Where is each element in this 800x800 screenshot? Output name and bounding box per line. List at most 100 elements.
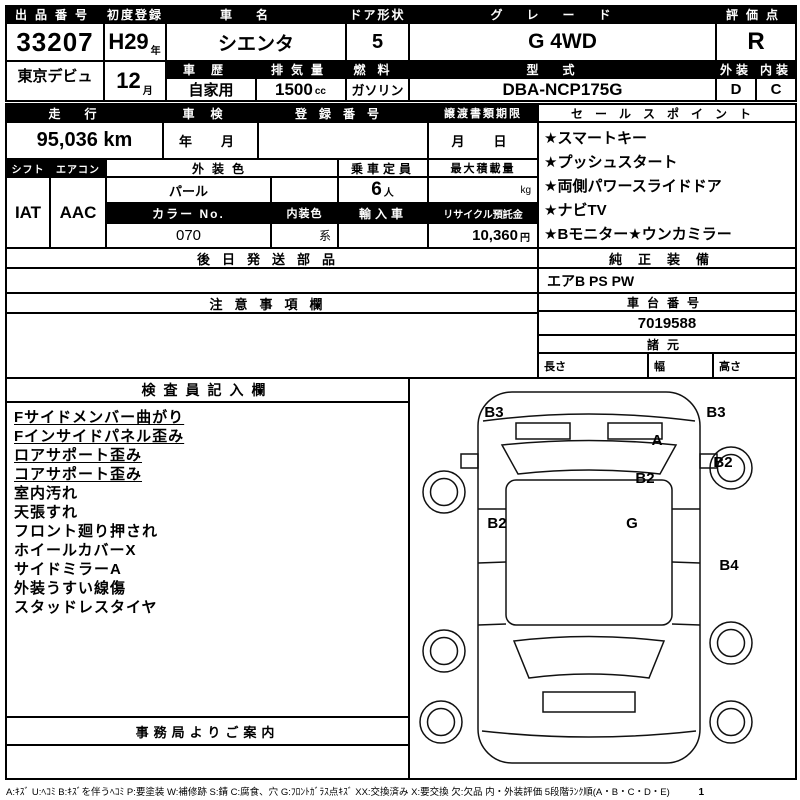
spec-width-cell: 幅 [647,352,714,379]
capacity-unit: 人 [383,188,394,199]
fuel-value: ガソリン [345,77,410,102]
score-value: R [715,22,797,62]
notes-value [5,312,539,379]
capacity-number: 6 [371,179,382,200]
tires [419,446,753,744]
month-unit: 月 [142,86,153,97]
venue-value: 東京デビュ [5,60,105,102]
recycle-deposit-number: 10,360 [472,227,518,244]
max-load-value: kg [427,176,539,204]
later-parts-header: 後日発送部品 [5,247,539,269]
capacity-header: 乗車定員 [337,158,429,178]
exterior-score-value: D [715,77,757,102]
capacity-value: 6 人 [337,176,429,204]
spec-height-cell: 高さ [712,352,797,379]
inspector-note: コアサポート歪み [14,466,143,483]
sales-point-item: ★スマートキー [544,130,647,147]
damage-label: B2 [713,454,732,471]
windshield [500,439,678,475]
chassis-number-header: 車台番号 [537,292,797,312]
left-headlight [515,422,571,440]
model-code-value: DBA-NCP175G [408,77,717,102]
mileage-header: 走行 [5,103,164,123]
damage-label: B2 [487,515,506,532]
chassis-number-value: 7019588 [537,310,797,336]
shaken-value: 年 月 [162,121,259,160]
interior-score-value: C [755,77,797,102]
inspector-note: 天張すれ [14,504,79,521]
inspector-note: スタッドレスタイヤ [14,599,158,616]
grade-value: G 4WD [408,22,717,62]
import-car-value [337,222,429,249]
exterior-color-extra-cell [270,176,339,204]
sales-point-item: ★両側パワースライドドア [544,178,722,195]
recycle-deposit-unit: 円 [520,233,530,244]
import-car-header: 輸入車 [337,202,429,224]
first-registration-year: H29 年 [103,22,167,62]
displacement-value: 1500 cc [255,77,347,102]
aircon-value: AAC [49,176,107,249]
right-headlight [607,422,663,440]
genuine-equipment-header: 純正装備 [537,247,797,269]
cabin-roof [505,479,673,626]
year-unit: 年 [150,46,161,57]
recycle-deposit-value: 10,360 円 [427,222,539,249]
door-seams [477,508,701,626]
left-mirror [460,453,479,469]
rear-plate [542,691,636,713]
sales-points-list: ★スマートキー ★プッシュスタート ★両側パワースライドドア ★ナビTV ★Bモニター★… [537,121,797,249]
inspector-note: Fインサイドパネル歪み [14,428,185,445]
mileage-value: 95,036 km [5,121,164,160]
damage-label: B3 [706,404,725,421]
shift-header: シフト [5,158,51,178]
right-mirror [699,453,718,469]
registration-number-value [257,121,429,160]
displacement-header: 排気量 [255,60,347,79]
sales-point-item: ★Bモニター★ウンカミラー [544,226,732,243]
page-number: 1 [698,787,705,798]
inspector-note: 外装うすい線傷 [14,580,127,597]
rear-window [512,635,666,679]
registration-number-header: 登録番号 [257,103,429,123]
damage-label: G [626,515,638,532]
recycle-deposit-header: リサイクル預託金 [427,202,539,224]
later-parts-value [5,267,539,294]
door-shape-value: 5 [345,22,410,62]
score-header: 評価点 [715,5,797,24]
legend-text: A:ｷｽﾞ U:ﾍｺﾐ B:ｷｽﾞを伴うﾍｺﾐ P:要塗装 W:補修跡 S:錆 … [6,787,670,798]
specs-header: 諸元 [537,334,797,354]
car-outline [460,391,718,764]
front-bumper-line [482,413,696,422]
inspector-note: フロント廻り押され [14,523,159,540]
first-registration-month-value: 12 [116,68,141,93]
aircon-header: エアコン [49,158,107,178]
legend: A:ｷｽﾞ U:ﾍｺﾐ B:ｷｽﾞを伴うﾍｺﾐ P:要塗装 W:補修跡 S:錆 … [6,784,796,798]
first-registration-header: 初度登録 [103,5,167,24]
transfer-deadline-value: 月 日 [427,121,539,160]
displacement-number: 1500 [275,79,313,99]
sales-points-header: セールスポイント [537,103,797,123]
sales-point-item: ★プッシュスタート [544,154,678,171]
max-load-header: 最大積載量 [427,158,539,178]
notes-header: 注意事項欄 [5,292,539,314]
car-name-value: シエンタ [165,22,347,62]
first-registration-year-value: H29 [108,29,149,54]
inspector-box-title: 検査員記入欄 [7,379,408,403]
history-value: 自家用 [165,77,257,102]
damage-label: B4 [719,557,739,574]
damage-label: B3 [484,404,503,421]
sales-point-item: ★ナビTV [544,202,607,219]
color-no-value: 070 [105,222,272,249]
interior-color-suffix: 系 [270,222,339,249]
exterior-color-value: パール [105,176,272,204]
office-info-title: 事務局よりご案内 [7,716,408,746]
rear-bumper-line [481,730,697,738]
spec-length-cell: 長さ [537,352,649,379]
displacement-unit: cc [314,86,326,97]
genuine-equipment-value: エアB PS PW [537,267,797,294]
